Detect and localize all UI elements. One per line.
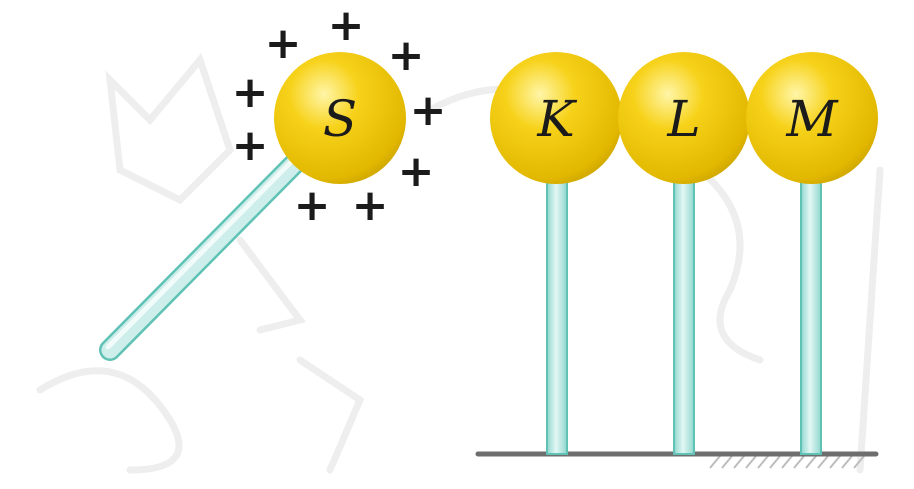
- charge-plus: +: [265, 18, 302, 69]
- sphere-s: S: [274, 52, 406, 184]
- stand-rod-l: [673, 167, 695, 455]
- ground-hatch-mark: [805, 455, 817, 469]
- charge-plus: +: [388, 30, 425, 81]
- sphere-m-label: M: [785, 90, 839, 148]
- charges-s: + + + + + + + + +: [232, 0, 447, 231]
- watermark: [36, 52, 884, 474]
- charge-plus: +: [352, 180, 389, 231]
- ground-hatch-mark: [721, 455, 733, 469]
- ground-hatch-mark: [769, 455, 781, 469]
- stand-rods: [546, 167, 822, 455]
- ground-hatch-mark: [733, 455, 745, 469]
- sphere-k: K: [490, 52, 622, 184]
- ground-hatch-mark: [817, 455, 829, 469]
- sphere-l: L: [618, 52, 750, 184]
- ground: [475, 451, 879, 469]
- ground-hatch-mark: [853, 455, 865, 469]
- ground-hatch-mark: [757, 455, 769, 469]
- charge-plus: +: [232, 67, 269, 118]
- ground-hatch-mark: [829, 455, 841, 469]
- charge-plus: +: [232, 120, 269, 171]
- ground-hatch-mark: [709, 455, 721, 469]
- handle-rod-s: [99, 147, 311, 361]
- stand-rod-m: [800, 167, 822, 455]
- ground-hatch-mark: [841, 455, 853, 469]
- ground-hatch-mark: [781, 455, 793, 469]
- stand-rod-k: [546, 167, 568, 455]
- charge-plus: +: [410, 85, 447, 136]
- sphere-s-label: S: [323, 90, 357, 148]
- ground-hatch-mark: [745, 455, 757, 469]
- sphere-l-label: L: [666, 90, 700, 148]
- ground-hatch-mark: [793, 455, 805, 469]
- charge-plus: +: [398, 146, 435, 197]
- sphere-m: M: [746, 52, 878, 184]
- sphere-k-label: K: [536, 90, 577, 148]
- charge-plus: +: [328, 0, 365, 51]
- charge-plus: +: [294, 180, 331, 231]
